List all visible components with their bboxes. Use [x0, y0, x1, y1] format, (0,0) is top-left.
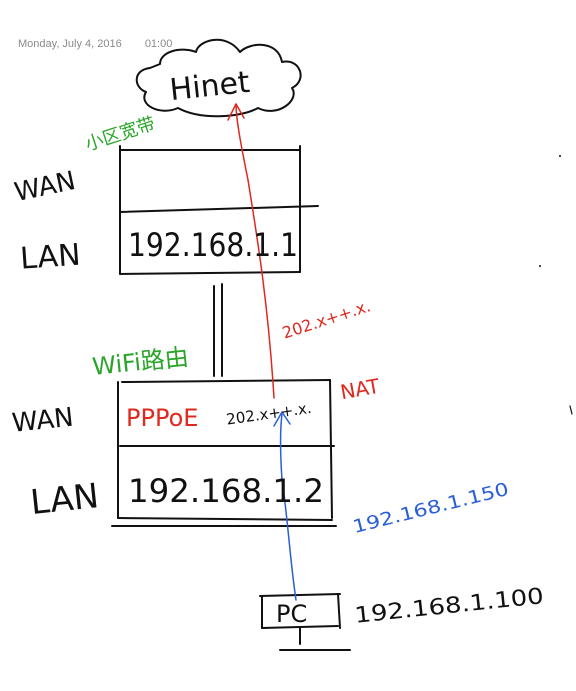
nat-label: NAT — [338, 374, 382, 405]
blue-path-arrowhead — [273, 411, 291, 427]
top-router-box — [119, 145, 319, 275]
top-router-lan-ip: 192.168.1.1 — [128, 226, 298, 264]
blue-path-line — [279, 413, 297, 601]
wifi-router-wan-ip: 202.x++.x. — [225, 399, 312, 429]
blue-path-ip-note: 192.168.1.150 — [351, 479, 511, 538]
wifi-router-wan-label: WAN — [11, 403, 75, 439]
timestamp-header: Monday, July 4, 2016 01:00 — [18, 38, 172, 50]
red-path-arrowhead — [227, 103, 245, 121]
time-text: 01:00 — [144, 38, 173, 50]
wifi-router-green-note: WiFi路由 — [91, 343, 190, 381]
pppoe-label: PPPoE — [126, 404, 198, 432]
top-router-wan-label: WAN — [12, 166, 78, 208]
date-text: Monday, July 4, 2016 — [18, 38, 122, 50]
wifi-router-box — [111, 379, 337, 527]
red-path-line — [235, 103, 275, 399]
ink-dot — [559, 155, 561, 157]
wifi-router-lan-label: LAN — [29, 476, 101, 523]
internet-cloud — [135, 38, 302, 118]
pc-label: PC — [276, 600, 307, 628]
pc-ip: 192.168.1.100 — [353, 584, 545, 629]
pc-box — [259, 593, 351, 651]
ink-tick — [569, 405, 573, 415]
ink-dot — [539, 265, 541, 267]
wifi-router-lan-ip: 192.168.1.2 — [128, 472, 324, 510]
red-path-ip-note: 202.x++.x. — [280, 296, 373, 342]
cloud-label: Hinet — [168, 65, 252, 108]
top-router-lan-label: LAN — [19, 238, 82, 277]
